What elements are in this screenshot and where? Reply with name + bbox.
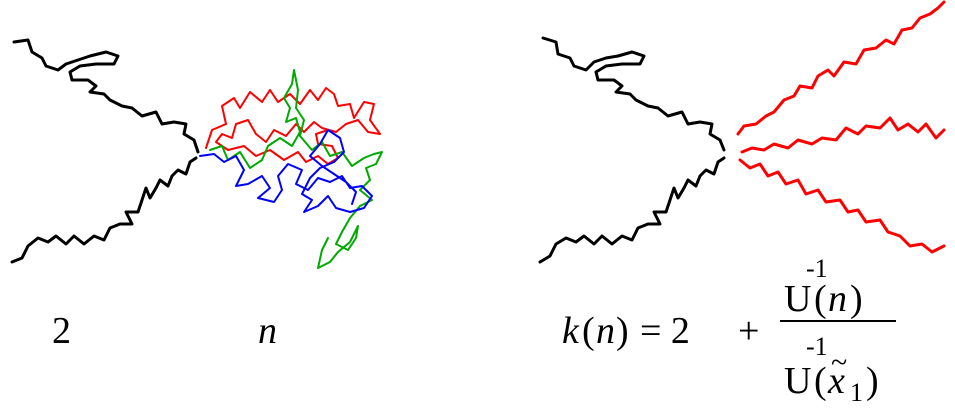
formula-plus: +: [738, 310, 760, 352]
right-red-out-leg-bottom: [738, 158, 946, 254]
numerator-rparen: ): [850, 278, 863, 320]
left-figure: [10, 38, 383, 269]
right-lower-black-leg: [538, 156, 726, 264]
left-lower-black-leg: [10, 156, 198, 264]
numerator-exponent: -1: [806, 254, 828, 283]
numerator-lparen: (: [814, 278, 827, 320]
denominator-U: U: [784, 360, 812, 402]
denominator-lparen: (: [814, 360, 827, 402]
formula-k: k: [562, 310, 579, 352]
formula-rparen: ): [616, 310, 629, 352]
numerator-n: n: [828, 278, 847, 320]
left-upper-black-leg: [12, 38, 200, 154]
green-random-walk: [209, 69, 383, 269]
right-figure: [538, 0, 946, 264]
denominator-x: x: [828, 360, 845, 402]
blue-random-walk: [199, 129, 373, 213]
right-red-out-leg-middle: [740, 116, 946, 154]
numerator-U: U: [784, 278, 812, 320]
denominator-x-tilde: ~ x: [828, 348, 847, 402]
right-red-out-leg-top: [736, 0, 946, 136]
denominator-rparen: ): [866, 360, 879, 402]
fraction-bar: [780, 320, 896, 322]
right-upper-black-leg: [541, 36, 726, 152]
denominator-exponent: -1: [806, 332, 828, 361]
label-n: n: [258, 310, 277, 352]
tilde-accent: ~: [831, 346, 848, 379]
formula-equals-two: = 2: [640, 310, 690, 352]
formula-lparen: (: [582, 310, 595, 352]
denominator-subscript: 1: [850, 378, 863, 407]
label-two: 2: [52, 310, 71, 352]
red-random-walk: [205, 87, 381, 165]
formula-n: n: [596, 310, 615, 352]
